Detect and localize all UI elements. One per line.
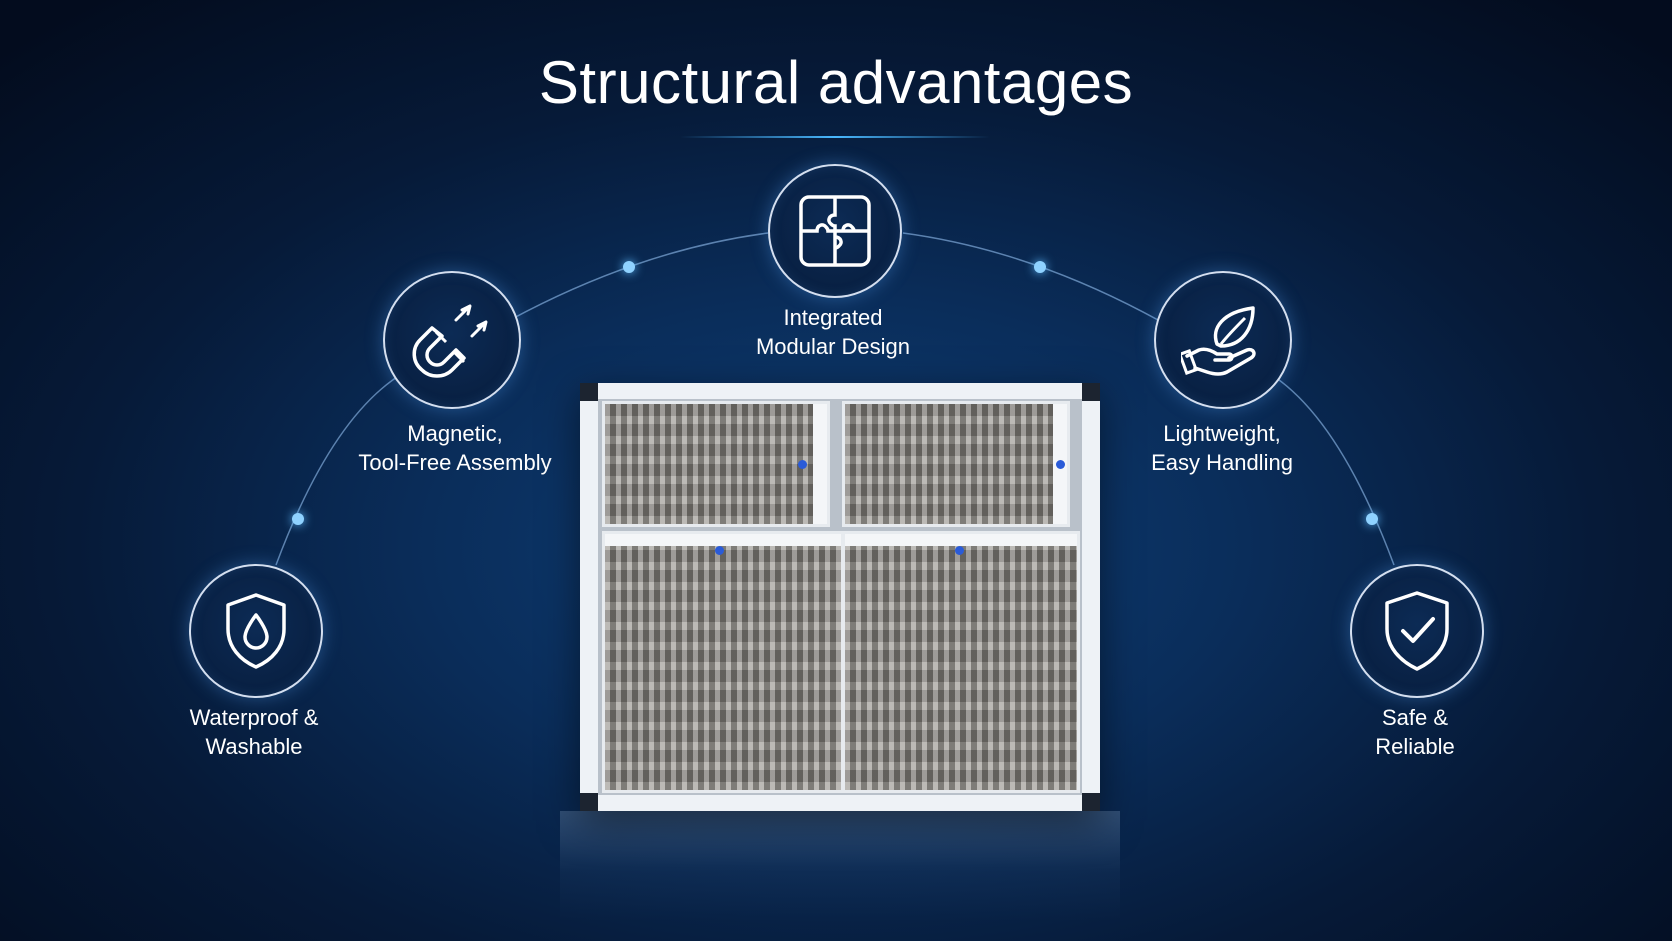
feature-modular-label: Integrated Modular Design <box>755 305 911 359</box>
product-frame <box>598 399 1082 795</box>
frame-corner <box>580 793 598 811</box>
puzzle-icon <box>799 195 871 267</box>
filter-panel-top-right <box>842 401 1070 527</box>
product-image <box>580 383 1100 811</box>
filter-panel-top-left <box>602 401 830 527</box>
leaf-hand-icon <box>1181 306 1256 376</box>
frame-corner <box>580 383 598 401</box>
filter-panel-bottom-left <box>602 531 844 793</box>
arc-dot <box>1366 513 1378 525</box>
feature-magnetic-label: Magnetic, Tool-Free Assembly <box>358 421 552 475</box>
title-underline <box>680 136 990 138</box>
water-shield-icon <box>226 593 286 669</box>
frame-corner <box>1082 793 1100 811</box>
magnet-icon <box>412 304 488 378</box>
arc-dot <box>1034 261 1046 273</box>
feature-waterproof-label: Waterproof & Washable <box>189 705 319 759</box>
arc-dot <box>292 513 304 525</box>
product-reflection <box>560 811 1120 921</box>
arc-dot <box>623 261 635 273</box>
check-shield-icon <box>1385 591 1449 671</box>
feature-waterproof <box>189 564 323 698</box>
feature-safe-label: Safe & Reliable <box>1375 705 1455 759</box>
feature-lightweight <box>1154 271 1292 409</box>
page-title: Structural advantages <box>538 49 1134 116</box>
filter-panel-bottom-right <box>842 531 1080 793</box>
feature-magnetic <box>383 271 521 409</box>
feature-modular <box>768 164 902 298</box>
feature-lightweight-label: Lightweight, Easy Handling <box>1151 421 1293 475</box>
feature-safe <box>1350 564 1484 698</box>
frame-corner <box>1082 383 1100 401</box>
